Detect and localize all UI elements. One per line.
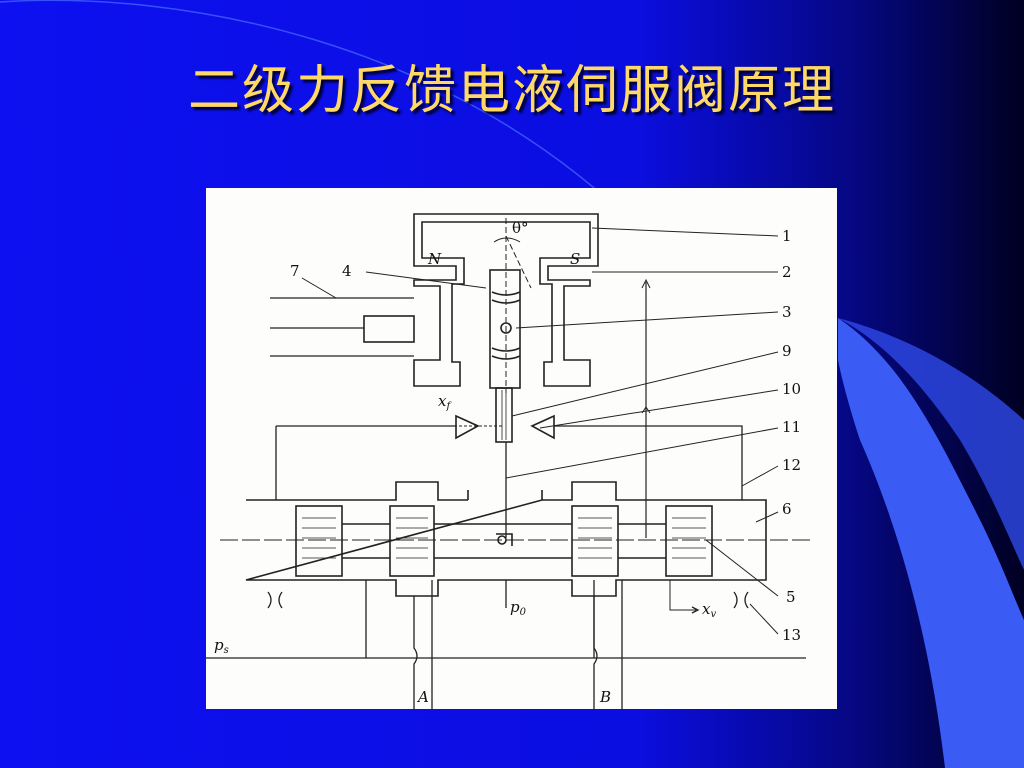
theta-label: θ° xyxy=(512,219,529,237)
callout-5: 5 xyxy=(786,588,796,606)
port-a-label: A xyxy=(416,688,429,706)
callout-1: 1 xyxy=(782,227,792,245)
xf-label: xf xyxy=(438,392,452,412)
flapper-nozzle xyxy=(442,387,555,538)
callout-3: 3 xyxy=(782,303,792,321)
callout-leaders xyxy=(301,227,779,635)
xv-label: xv xyxy=(702,600,716,620)
north-pole-label: N xyxy=(427,250,442,268)
p0-label: p0 xyxy=(510,598,527,618)
callout-2: 2 xyxy=(782,263,792,281)
coil-leads xyxy=(270,297,414,357)
ps-label: ps xyxy=(214,636,229,656)
callout-labels: 1 2 3 4 5 6 7 9 10 11 12 13 θ° N S xf xv… xyxy=(214,219,801,706)
callout-12: 12 xyxy=(782,456,801,474)
port-b-label: B xyxy=(599,688,611,706)
callout-10: 10 xyxy=(782,380,801,398)
callout-9: 9 xyxy=(782,342,792,360)
servo-valve-diagram: 1 2 3 4 5 6 7 9 10 11 12 13 θ° N S xf xv… xyxy=(206,188,837,709)
slide-title: 二级力反馈电液伺服阀原理 xyxy=(187,61,836,121)
south-pole-label: S xyxy=(570,250,580,268)
callout-6: 6 xyxy=(782,500,792,518)
callout-4: 4 xyxy=(342,262,352,280)
callout-7: 7 xyxy=(290,262,300,280)
torque-motor xyxy=(363,213,599,393)
callout-11: 11 xyxy=(782,418,801,436)
hydraulic-lines xyxy=(275,278,743,538)
ports xyxy=(206,580,806,709)
spool-valve xyxy=(220,481,810,597)
callout-13: 13 xyxy=(782,626,801,644)
